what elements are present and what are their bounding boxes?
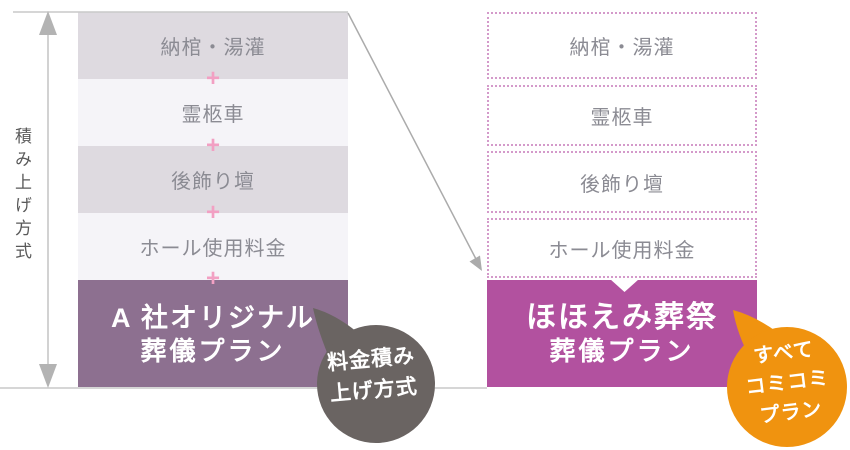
orange-badge-text: すべて コミコミ プラン xyxy=(720,331,850,436)
hohoemi-plan-box: ほほえみ葬祭 葬儀プラン xyxy=(487,280,757,387)
speech-bubble-orange-icon xyxy=(727,310,847,447)
hohoemi-plan-line1: ほほえみ葬祭 xyxy=(526,301,718,334)
arrow-down-icon xyxy=(39,364,57,388)
company-a-item-nokan: 納棺・湯灌 xyxy=(78,12,348,79)
hohoemi-plan-line2: 葬儀プラン xyxy=(549,336,695,366)
transition-arrow-line xyxy=(347,12,478,262)
company-a-plan-box: A 社オリジナル 葬儀プラン xyxy=(78,280,348,387)
hohoemi-item-reikyusha: 霊柩車 xyxy=(487,85,757,146)
plus-icon: + xyxy=(205,132,221,159)
company-a-plan-line1: A 社オリジナル xyxy=(111,302,315,333)
gray-badge-text: 料金積み 上げ方式 xyxy=(303,338,443,412)
company-a-item-hall-fee: ホール使用料金 xyxy=(78,213,348,280)
price-stacking-badge: 料金積み 上げ方式 xyxy=(305,300,440,448)
stacking-method-label: 積み上げ方式 xyxy=(12,127,31,265)
company-a-plan-line2: 葬儀プラン xyxy=(140,335,286,366)
company-a-item-reikyusha: 霊柩車 xyxy=(78,79,348,146)
transition-arrowhead-icon xyxy=(469,255,482,271)
hohoemi-item-nokan: 納棺・湯灌 xyxy=(487,12,757,79)
all-inclusive-badge: すべて コミコミ プラン xyxy=(725,302,850,450)
plus-icon: + xyxy=(205,65,221,92)
hohoemi-item-hall-fee: ホール使用料金 xyxy=(487,218,757,278)
plus-icon: + xyxy=(205,199,221,226)
company-a-item-atokazaridan: 後飾り壇 xyxy=(78,146,348,213)
arrow-up-icon xyxy=(39,11,57,35)
plus-icon: + xyxy=(205,265,221,292)
hohoemi-item-atokazaridan: 後飾り壇 xyxy=(487,151,757,213)
speech-bubble-gray-icon xyxy=(313,308,435,443)
